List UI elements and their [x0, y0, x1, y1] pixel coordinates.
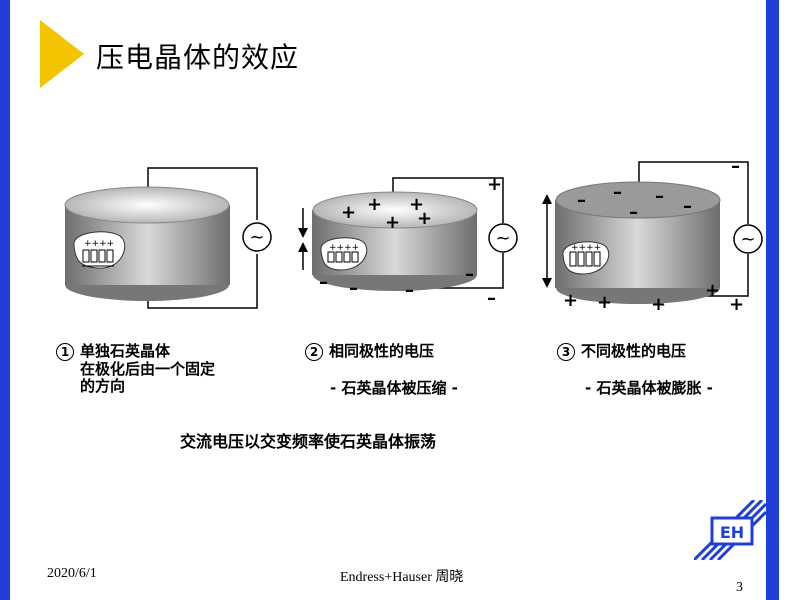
subcaption-2: - 石英晶体被压缩 - — [330, 379, 458, 397]
svg-text:–: – — [613, 182, 622, 203]
caption-2-line-1: 相同极性的电压 — [329, 342, 435, 360]
svg-text:+: + — [705, 280, 720, 301]
svg-text:–: – — [349, 278, 358, 299]
footer-date: 2020/6/1 — [47, 566, 97, 581]
svg-text:++++: ++++ — [571, 243, 601, 253]
caption-3-line-1: 不同极性的电压 — [581, 342, 687, 360]
svg-text:–: – — [629, 202, 638, 223]
page-number: 3 — [736, 580, 743, 595]
svg-text:+: + — [409, 194, 424, 215]
svg-text:–: – — [655, 186, 664, 207]
caption-2: 2 相同极性的电压 — [305, 343, 434, 361]
svg-text:–: – — [405, 280, 414, 301]
svg-text:+: + — [651, 294, 666, 315]
right-side-bar — [766, 0, 779, 600]
svg-text:~: ~ — [495, 228, 510, 249]
caption-1: 1 单独石英晶体 在极化后由一个固定 的方向 — [56, 343, 215, 395]
figure-number-3: 3 — [557, 343, 575, 361]
svg-text:–: – — [683, 196, 692, 217]
svg-text:+: + — [367, 194, 382, 215]
svg-text:+: + — [487, 174, 502, 195]
svg-text:+: + — [597, 292, 612, 313]
svg-text:–: – — [465, 264, 474, 285]
eh-logo-icon: EH — [694, 500, 766, 560]
svg-text:++++: ++++ — [84, 239, 114, 249]
caption-3: 3 不同极性的电压 — [557, 343, 686, 361]
crystal-figure-2: +++ +++ ––– –– ++++ ~ — [298, 174, 518, 309]
slide-title: 压电晶体的效应 — [96, 41, 300, 74]
caption-1-line-3: 的方向 — [80, 377, 126, 395]
subcaption-3: - 石英晶体被膨胀 - — [585, 379, 713, 397]
svg-text:+: + — [341, 202, 356, 223]
svg-text:+: + — [385, 212, 400, 233]
left-side-bar — [0, 0, 10, 600]
svg-text:+: + — [417, 208, 432, 229]
figure-number-1: 1 — [56, 343, 74, 361]
svg-text:–: – — [577, 190, 586, 211]
svg-text:++++: ++++ — [329, 243, 359, 253]
svg-text:+: + — [563, 290, 578, 311]
crystal-figure-1: ++++ ~ — [64, 167, 272, 309]
title-arrow-icon — [40, 20, 84, 88]
figure-number-2: 2 — [305, 343, 323, 361]
svg-text:–: – — [487, 288, 496, 309]
caption-1-line-1: 单独石英晶体 — [80, 342, 171, 360]
caption-1-line-2: 在极化后由一个固定 — [80, 360, 216, 378]
svg-text:+: + — [729, 294, 744, 315]
summary-text: 交流电压以交变频率使石英晶体振荡 — [180, 432, 437, 451]
svg-text:~: ~ — [249, 227, 264, 248]
footer-author: Endress+Hauser 周晓 — [340, 570, 464, 585]
svg-text:–: – — [731, 156, 740, 177]
svg-text:EH: EH — [720, 523, 744, 542]
svg-text:~: ~ — [740, 229, 755, 250]
svg-text:–: – — [319, 272, 328, 293]
crystal-figure-3: ––– ––– +++ ++ ++++ ~ — [542, 156, 763, 315]
